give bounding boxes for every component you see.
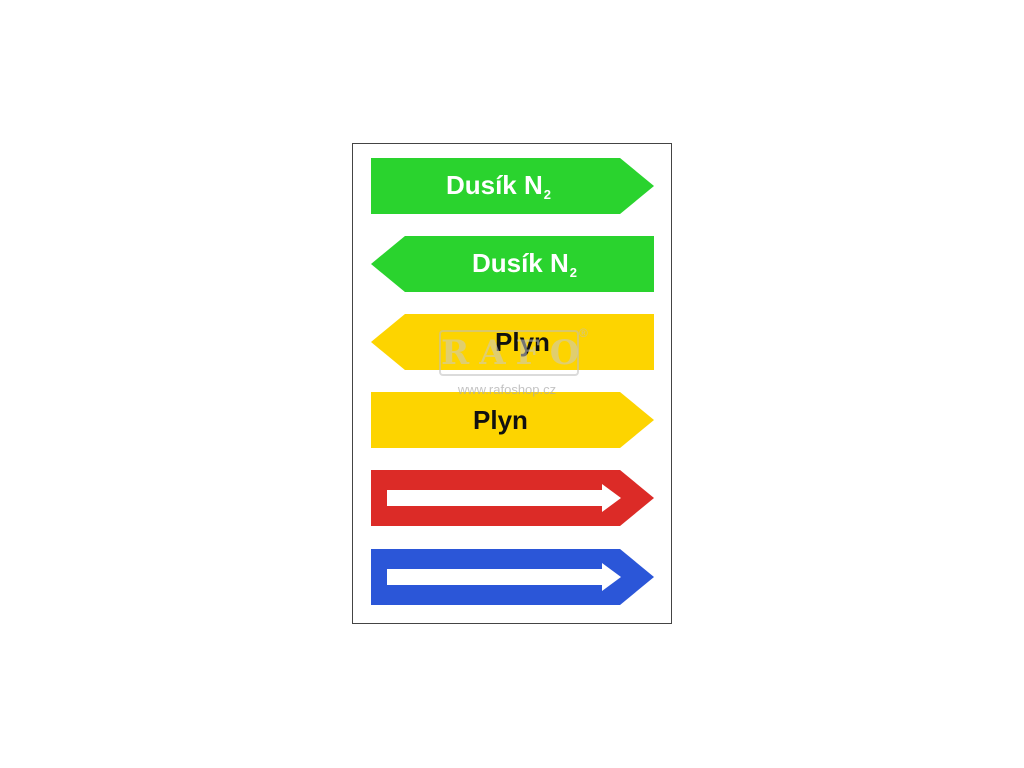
white-arrow-icon xyxy=(387,563,621,591)
arrow-label-gas-left: Plyn xyxy=(371,314,654,370)
label-text: Plyn xyxy=(495,326,550,357)
label-sheet: Dusík N2 Dusík N2 Plyn Plyn RAFO ® www.r… xyxy=(352,143,672,624)
label-text: Dusík N2 xyxy=(445,170,552,202)
white-arrow-icon xyxy=(387,484,621,512)
arrow-label-nitrogen-left: Dusík N2 xyxy=(371,236,654,292)
arrow-label-red xyxy=(371,470,654,526)
arrow-label-blue xyxy=(371,549,654,605)
label-text: Dusík N2 xyxy=(471,248,578,280)
arrow-label-gas-right: Plyn xyxy=(371,392,654,448)
label-text: Plyn xyxy=(473,404,528,435)
arrow-label-nitrogen-right: Dusík N2 xyxy=(371,158,654,214)
